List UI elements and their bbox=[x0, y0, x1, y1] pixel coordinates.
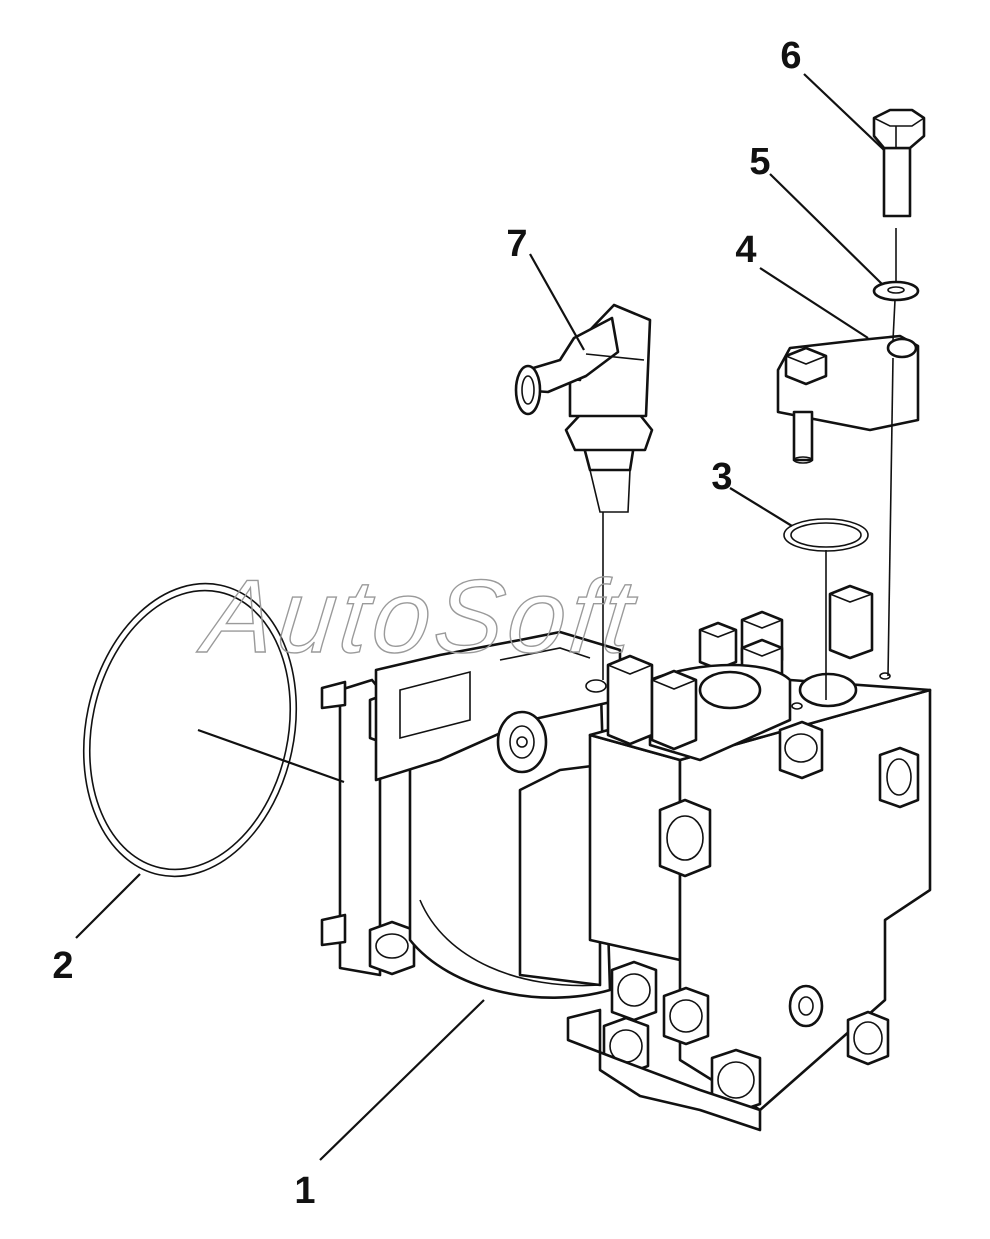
leader-2 bbox=[75, 873, 141, 939]
callout-7: 7 bbox=[506, 223, 527, 265]
flange-bolt-lower bbox=[368, 920, 416, 976]
assembly-axis-lines bbox=[602, 228, 897, 700]
leader-7 bbox=[529, 253, 585, 351]
front-plug-center bbox=[788, 984, 824, 1028]
clamp-bolt bbox=[784, 346, 828, 386]
callout-4: 4 bbox=[735, 229, 756, 271]
callout-3: 3 bbox=[711, 456, 732, 498]
leader-lines bbox=[75, 73, 885, 1161]
part-6-bolt bbox=[872, 108, 926, 218]
watermark-text: AutoSoft bbox=[193, 559, 642, 675]
leader-1 bbox=[319, 999, 485, 1161]
leader-4 bbox=[759, 267, 869, 339]
callout-labels: 1 2 3 4 5 6 7 bbox=[52, 35, 801, 1212]
leader-5 bbox=[769, 173, 883, 285]
part-2-large-o-ring bbox=[82, 582, 298, 878]
side-plug bbox=[496, 710, 548, 774]
front-bolt-bottom-right bbox=[846, 1010, 890, 1066]
top-bolt-a bbox=[828, 584, 874, 660]
leader-3 bbox=[729, 487, 793, 527]
front-bolt-upper-left bbox=[658, 798, 712, 878]
callout-1: 1 bbox=[294, 1170, 315, 1212]
top-bolt-c bbox=[698, 621, 738, 671]
part-3-small-o-ring bbox=[783, 518, 869, 552]
front-bolt-lower-left-a bbox=[610, 960, 658, 1022]
callout-6: 6 bbox=[780, 35, 801, 77]
front-bolt-side-right bbox=[878, 746, 920, 809]
boss-bolt-right bbox=[650, 669, 698, 751]
leader-2-inner bbox=[197, 728, 345, 784]
front-bolt-upper-right bbox=[778, 720, 824, 780]
callout-2: 2 bbox=[52, 945, 73, 987]
part-4-clamp bbox=[776, 334, 920, 464]
leader-6 bbox=[803, 73, 885, 151]
part-7-elbow-fitting bbox=[514, 303, 654, 513]
callout-5: 5 bbox=[749, 141, 770, 183]
front-bolt-lower-left-b bbox=[662, 986, 710, 1046]
part-1-pump-body bbox=[320, 584, 932, 1132]
part-5-washer bbox=[872, 280, 920, 302]
